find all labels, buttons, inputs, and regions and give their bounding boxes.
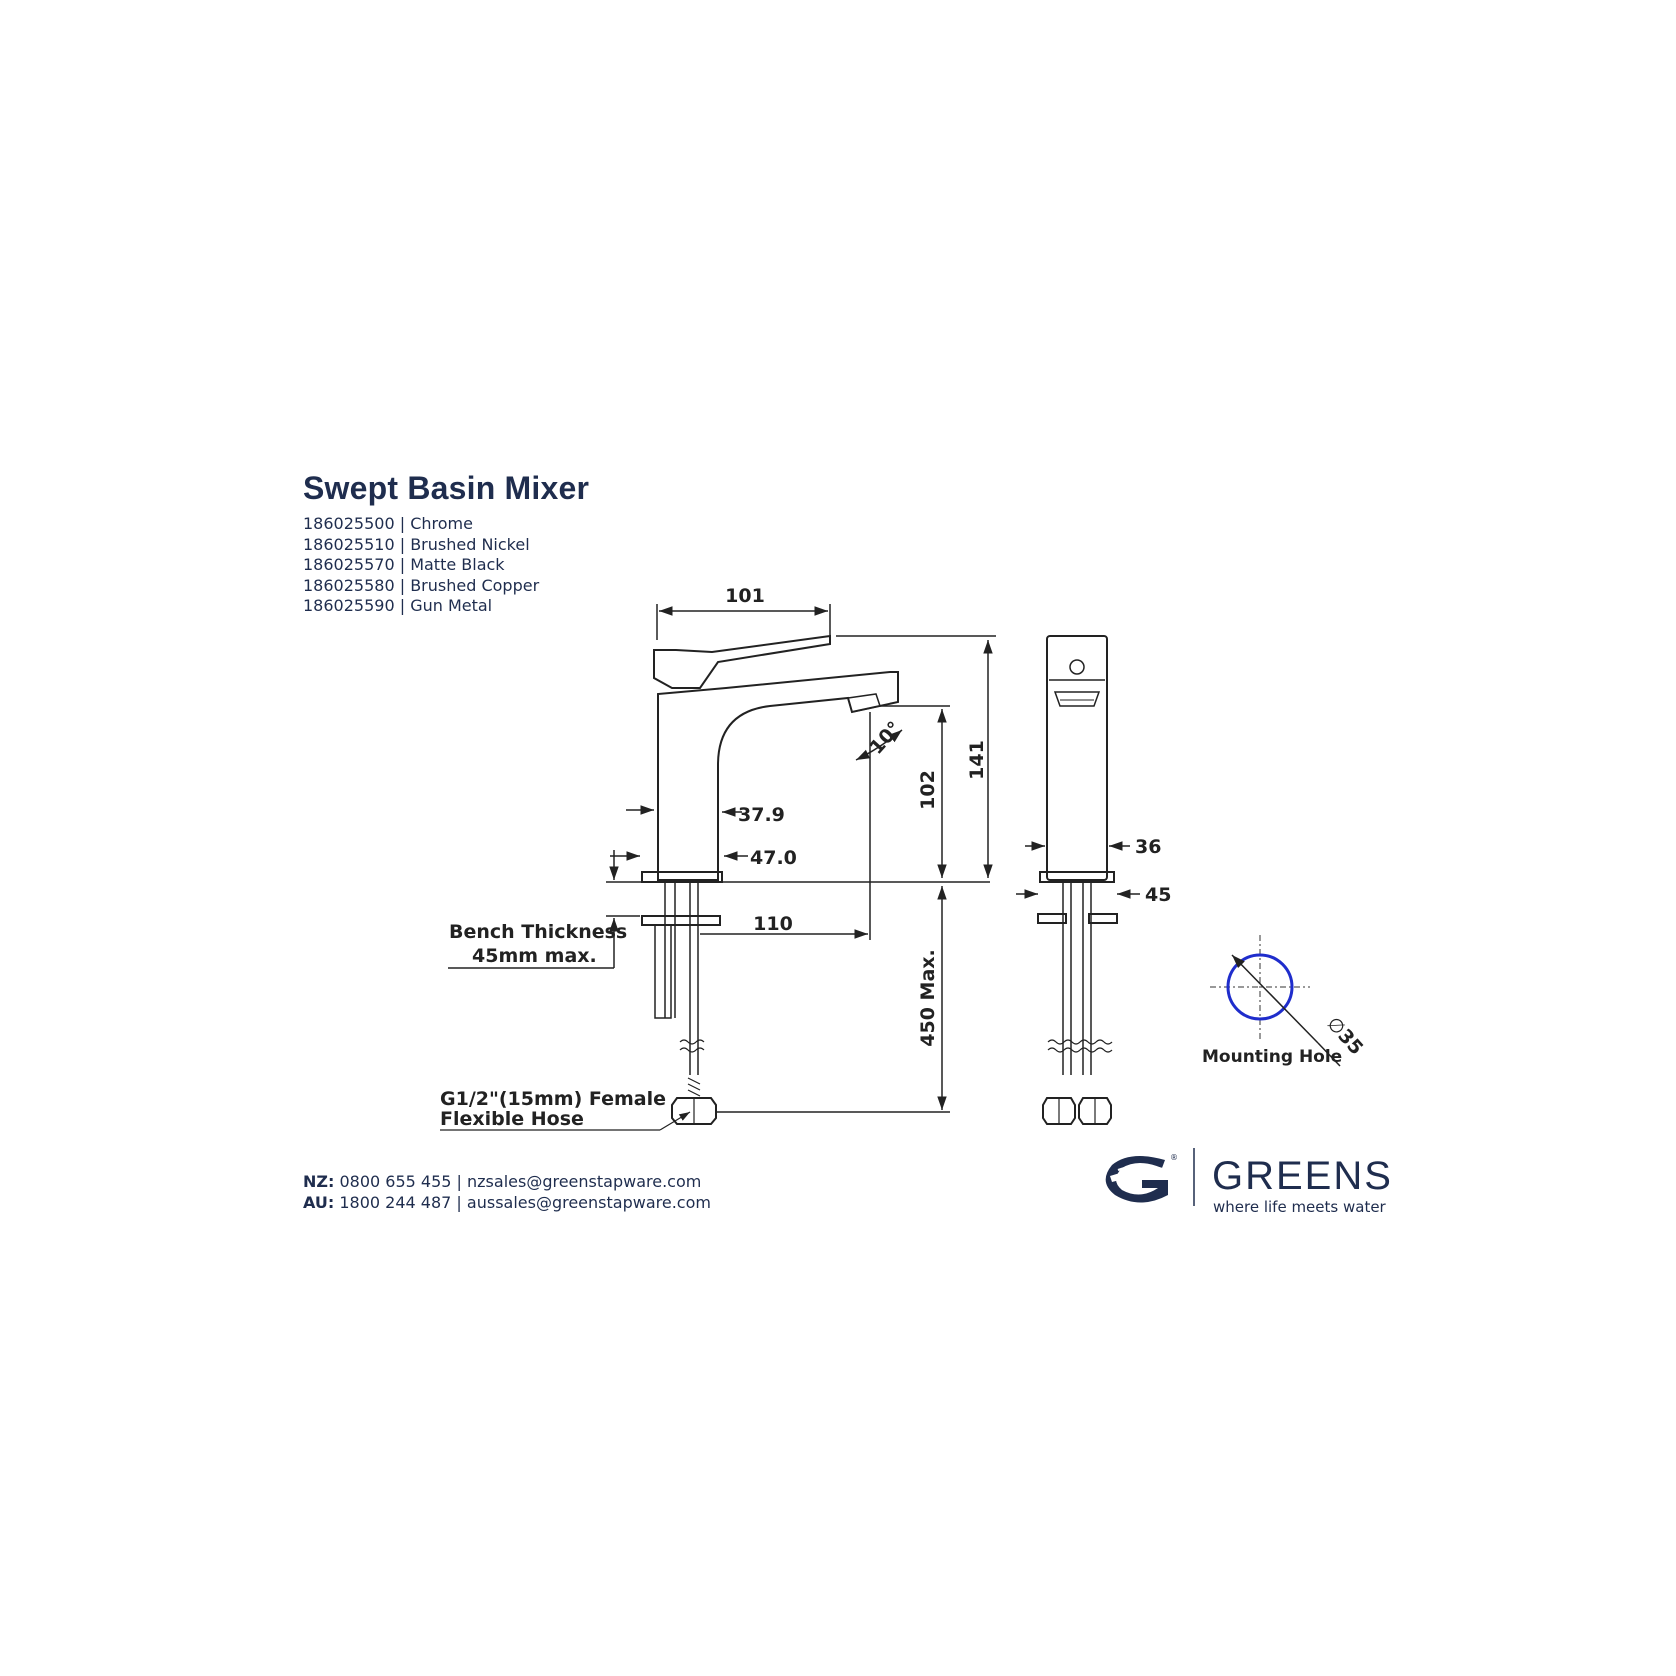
dim-101 [656, 604, 831, 640]
variant-list: 186025500 | Chrome 186025510 | Brushed N… [303, 514, 539, 617]
dim-label: 141 [966, 740, 988, 780]
hose-leader [440, 1111, 691, 1131]
dim-label: 47.0 [750, 847, 797, 869]
hose-label-line1: G1/2"(15mm) Female [440, 1088, 666, 1110]
list-item: 186025500 | Chrome [303, 514, 473, 533]
hex-nut [671, 1097, 717, 1125]
dim-label: 37.9 [738, 804, 785, 826]
spout-outlet [847, 693, 881, 713]
list-item: 186025590 | Gun Metal [303, 596, 493, 615]
hole-circle [1226, 953, 1294, 1021]
lever-handle [653, 634, 831, 689]
contact-info: NZ: 0800 655 455 | nzsales@greenstapware… [303, 1171, 711, 1213]
dim-102 [880, 705, 950, 878]
dim-label: 36 [1135, 836, 1161, 858]
dim-label: 450 Max. [917, 949, 939, 1046]
dim-label: 101 [725, 585, 765, 607]
contact-nz: NZ: 0800 655 455 | nzsales@greenstapware… [303, 1172, 702, 1191]
brand-name: GREENS [1212, 1154, 1393, 1198]
dim-141 [836, 635, 996, 878]
bench-label-line2: 45mm max. [472, 945, 597, 967]
list-item: 186025580 | Brushed Copper [303, 575, 540, 595]
svg-text:®: ® [1170, 1153, 1178, 1162]
side-view [1037, 635, 1118, 1125]
front-view [640, 634, 990, 1125]
mounting-hole [1210, 935, 1341, 1067]
list-item: 186025510 | Brushed Nickel [303, 534, 530, 554]
dim-37-9 [626, 805, 742, 817]
brand-tagline: where life meets water [1213, 1198, 1387, 1216]
dim-450 [716, 886, 950, 1113]
dim-label: 45 [1145, 884, 1171, 906]
dim-label: 102 [917, 770, 939, 810]
dim-angle [855, 712, 903, 940]
washer [641, 915, 721, 926]
tap-body [657, 671, 899, 881]
bench-label-line1: Bench Thickness [449, 921, 627, 943]
contact-au: AU: 1800 244 487 | aussales@greenstapwar… [303, 1193, 711, 1212]
hose-label-line2: Flexible Hose [440, 1108, 584, 1130]
dim-label: 10° [865, 717, 905, 758]
page-title: Swept Basin Mixer [303, 470, 590, 506]
list-item: 186025570 | Matte Black [303, 555, 505, 574]
greens-g-wave-icon: ® [1105, 1153, 1178, 1203]
bench-thickness-marker [448, 850, 640, 969]
dim-label: 110 [753, 913, 793, 935]
mounting-hole-label: Mounting Hole [1202, 1047, 1342, 1067]
